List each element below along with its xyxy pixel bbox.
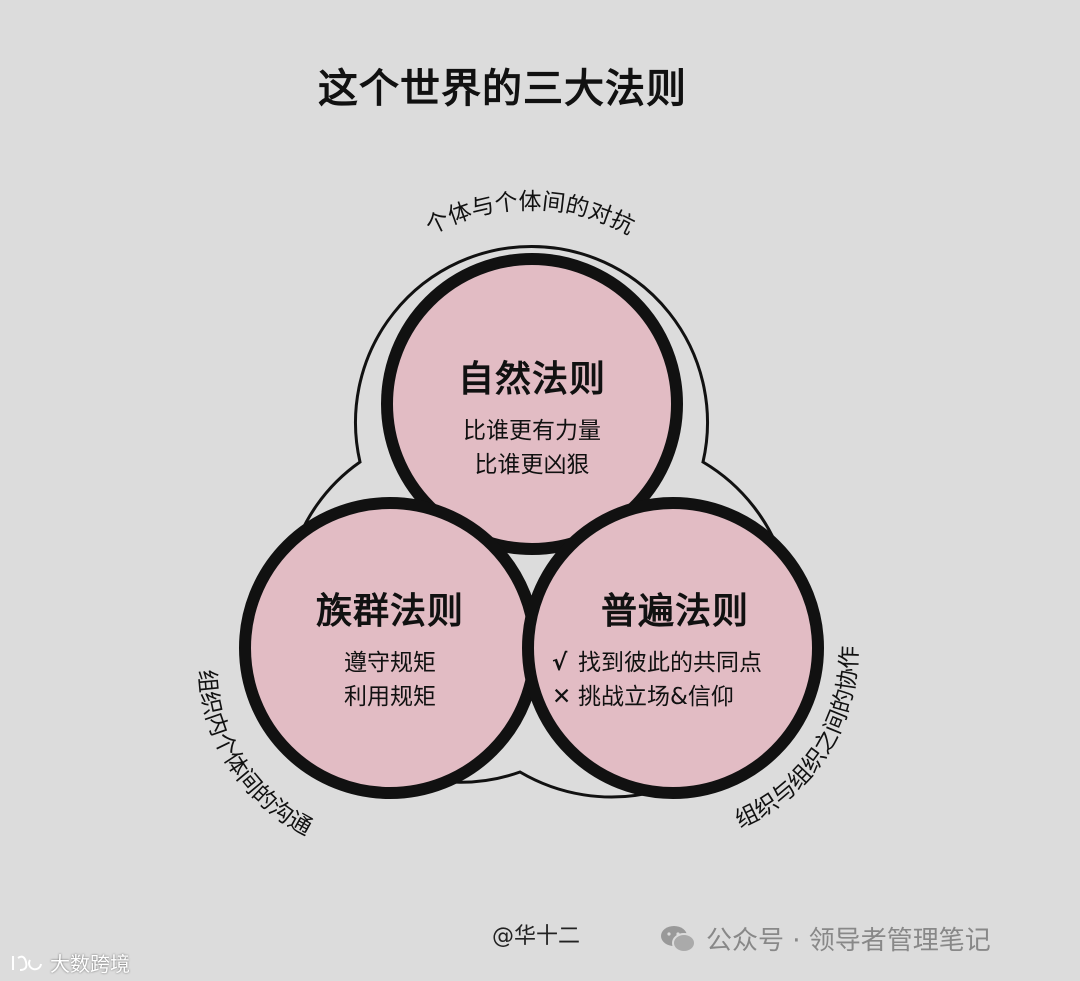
universal-line-2-text: 挑战立场&信仰 xyxy=(578,684,734,710)
arc-label-top: 个体与个体间的对抗 xyxy=(422,189,638,240)
author-credit: @华十二 xyxy=(492,924,581,949)
universal-line-1-text: 找到彼此的共同点 xyxy=(578,650,762,676)
nature-title: 自然法则 xyxy=(457,358,606,400)
nature-line-2: 比谁更凶狠 xyxy=(474,452,590,478)
brand-label: 大数跨境 xyxy=(50,952,130,976)
wechat-label: 公众号 · 领导者管理笔记 xyxy=(706,926,991,956)
universal-text: 普遍法则 √ 找到彼此的共同点 ✕挑战立场&信仰 xyxy=(550,582,800,714)
universal-line-1: √ 找到彼此的共同点 xyxy=(550,646,800,680)
tribe-line-1: 遵守规矩 xyxy=(344,650,436,676)
tribe-line-2: 利用规矩 xyxy=(344,684,436,710)
brand-logo-icon xyxy=(12,955,42,971)
universal-line-2: ✕挑战立场&信仰 xyxy=(550,680,800,714)
brand-watermark: 大数跨境 xyxy=(10,948,130,977)
wechat-icon xyxy=(661,925,696,953)
tribe-title: 族群法则 xyxy=(315,590,464,632)
check-icon: √ xyxy=(552,650,568,676)
nature-text: 自然法则 比谁更有力量 比谁更凶狠 xyxy=(432,350,632,482)
circle-nature xyxy=(381,253,683,555)
nature-line-1: 比谁更有力量 xyxy=(463,418,601,444)
cross-icon: ✕ xyxy=(552,684,572,710)
tribe-text: 族群法则 遵守规矩 利用规矩 xyxy=(290,582,490,714)
circle-universal xyxy=(522,497,824,799)
universal-title: 普遍法则 xyxy=(600,590,749,632)
page-title: 这个世界的三大法则 xyxy=(318,65,687,112)
wechat-watermark: 公众号 · 领导者管理笔记 xyxy=(660,920,991,957)
